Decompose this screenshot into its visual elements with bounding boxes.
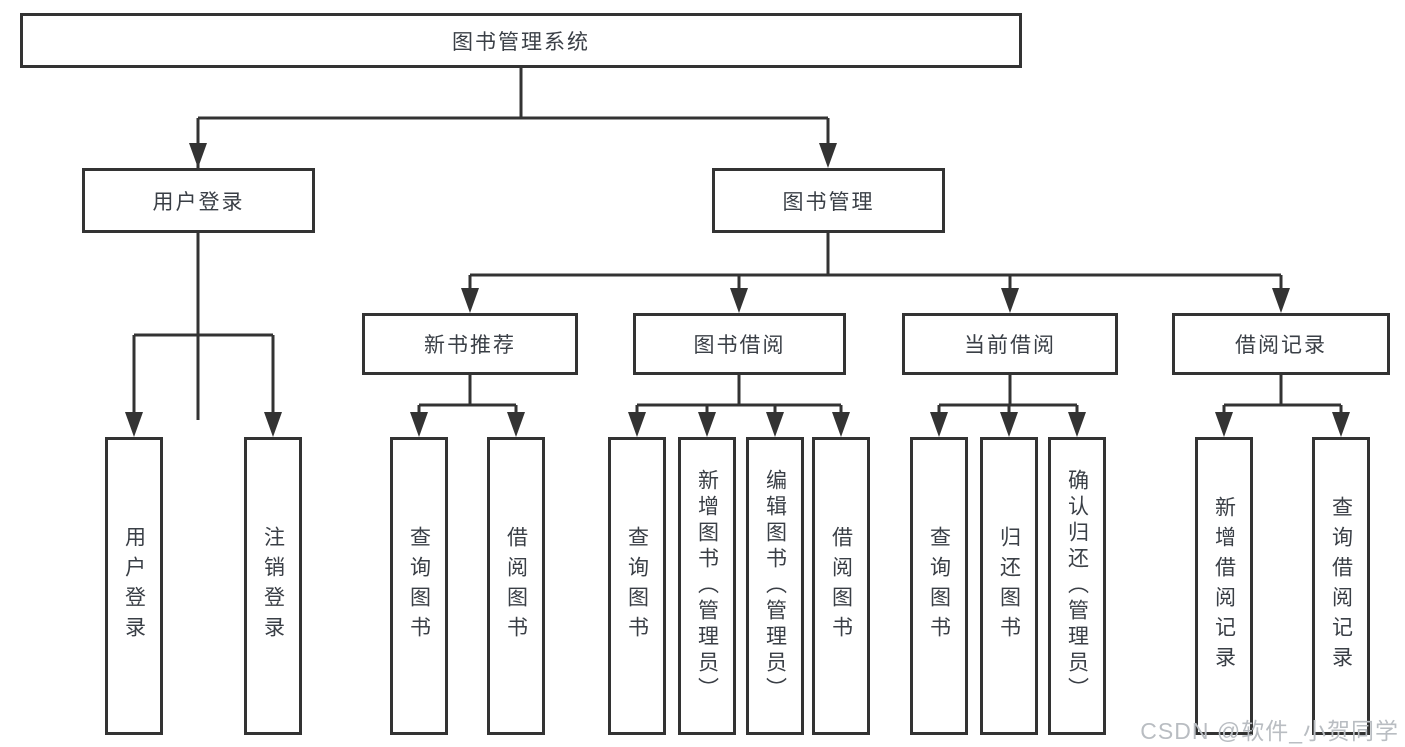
leaf-query-books-recommend: 查询图书	[390, 437, 448, 735]
node-library-management-system: 图书管理系统	[20, 13, 1022, 68]
leaf-query-books-current: 查询图书	[910, 437, 968, 735]
leaf-label: 用户登录	[122, 526, 146, 646]
node-user-login: 用户登录	[82, 168, 315, 233]
leaf-confirm-return-admin: 确认归还（管理员）	[1048, 437, 1106, 735]
leaf-borrow-books: 借阅图书	[812, 437, 870, 735]
leaf-query-borrow-record: 查询借阅记录	[1312, 437, 1370, 735]
leaf-label: 归还图书	[997, 526, 1021, 646]
leaf-label: 注销登录	[261, 526, 285, 646]
arrowheads	[125, 143, 1350, 437]
leaf-logout: 注销登录	[244, 437, 302, 735]
leaf-label: 查询图书	[625, 526, 649, 646]
leaf-label: 确认归还（管理员）	[1065, 469, 1089, 703]
leaf-borrow-books-recommend: 借阅图书	[487, 437, 545, 735]
leaf-return-books: 归还图书	[980, 437, 1038, 735]
leaf-label: 查询图书	[407, 526, 431, 646]
node-book-management: 图书管理	[712, 168, 945, 233]
leaf-add-books-admin: 新增图书（管理员）	[678, 437, 736, 735]
node-label: 借阅记录	[1235, 334, 1327, 357]
node-book-borrow: 图书借阅	[633, 313, 846, 375]
node-borrow-record: 借阅记录	[1172, 313, 1390, 375]
leaf-label: 新增借阅记录	[1212, 496, 1236, 676]
leaf-label: 查询图书	[927, 526, 951, 646]
leaf-label: 新增图书（管理员）	[695, 469, 719, 703]
leaf-label: 借阅图书	[504, 526, 528, 646]
leaf-label: 借阅图书	[829, 526, 853, 646]
leaf-add-borrow-record: 新增借阅记录	[1195, 437, 1253, 735]
leaf-label: 查询借阅记录	[1329, 496, 1353, 676]
leaf-edit-books-admin: 编辑图书（管理员）	[746, 437, 804, 735]
node-label: 图书借阅	[693, 334, 786, 357]
csdn-watermark: CSDN @软件_小贺同学	[1140, 718, 1399, 744]
leaf-query-books-borrow: 查询图书	[608, 437, 666, 735]
node-new-book-recommend: 新书推荐	[362, 313, 578, 375]
node-label: 图书管理系统	[452, 30, 590, 54]
node-label: 当前借阅	[964, 334, 1056, 357]
leaf-user-login: 用户登录	[105, 437, 163, 735]
node-current-borrow: 当前借阅	[902, 313, 1118, 375]
node-label: 新书推荐	[424, 334, 516, 357]
node-label: 图书管理	[782, 190, 875, 214]
node-label: 用户登录	[152, 190, 245, 214]
leaf-label: 编辑图书（管理员）	[763, 469, 787, 703]
